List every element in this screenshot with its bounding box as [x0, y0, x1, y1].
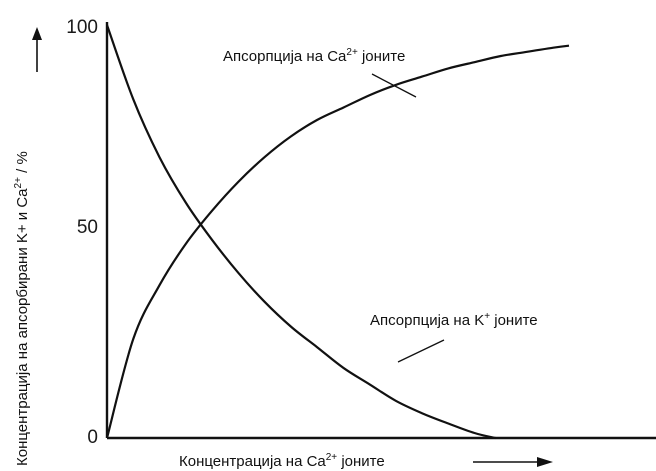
y-axis-label-post: / %	[14, 151, 31, 177]
ca-absorption-curve	[105, 44, 570, 439]
y-axis-arrow	[32, 27, 42, 72]
x-axis-label-pre: Концентрација на Ca	[179, 453, 326, 470]
k-series-label: Апсорпција на K+ јоните	[370, 311, 538, 329]
x-axis-label-sup: 2+	[326, 452, 338, 463]
ca-series-label-pre: Апсорпција на Ca	[223, 48, 347, 65]
x-axis-arrow	[473, 457, 553, 467]
y-tick-0: 0	[87, 427, 98, 448]
ca-series-label: Апсорпција на Ca2+ јоните	[223, 47, 405, 65]
k-series-label-pre: Апсорпција на K	[370, 312, 484, 329]
k-series-label-sup: +	[484, 311, 490, 322]
x-axis-label: Концентрација на Ca2+ јоните	[179, 452, 385, 470]
y-tick-50: 50	[77, 217, 98, 238]
x-axis-label-post: јоните	[337, 453, 385, 470]
ca-series-label-post: јоните	[358, 48, 406, 65]
k-series-label-post: јоните	[490, 312, 538, 329]
ca-series-leader	[371, 73, 417, 98]
y-axis-label-sup: 2+	[13, 177, 24, 189]
y-axis-label: Концентрација на апсорбирани K+ и Ca2+ /…	[13, 151, 31, 466]
y-tick-100: 100	[66, 17, 98, 38]
y-axis-label-pre: Концентрација на апсорбирани K+ и Ca	[14, 188, 31, 466]
k-absorption-curve	[105, 24, 496, 440]
k-series-leader	[397, 339, 445, 363]
ca-series-label-sup: 2+	[346, 47, 358, 58]
